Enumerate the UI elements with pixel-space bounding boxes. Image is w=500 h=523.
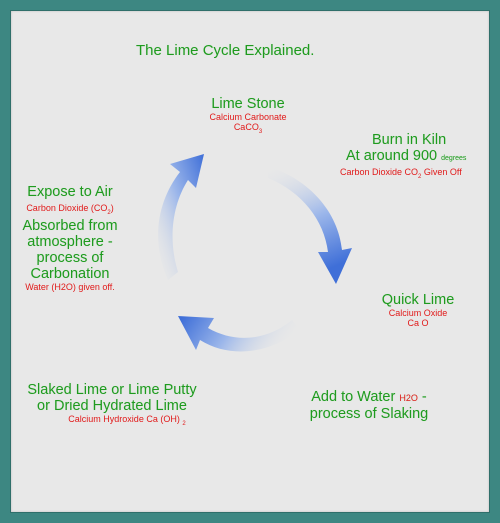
lime-stone-sub2: CaCO3 [233, 122, 263, 135]
arrow-carbonation [158, 154, 204, 280]
diagram-panel [10, 10, 490, 513]
air-line5: Carbonation [30, 265, 110, 282]
kiln-line2: At around 900 degrees [346, 148, 467, 164]
stage-slaked-lime: Slaked Lime or Lime Putty or Dried Hydra… [14, 382, 210, 429]
quick-lime-label: Quick Lime [381, 292, 455, 308]
water-line1: Add to Water H2O - [311, 389, 427, 405]
stage-water: Add to Water H2O - process of Slaking [296, 389, 442, 422]
slaked-line1: Slaked Lime or Lime Putty [27, 382, 197, 398]
air-line4: process of [36, 249, 104, 266]
lime-stone-sub1: Calcium Carbonate [209, 112, 287, 122]
quick-lime-sub1: Calcium Oxide [388, 308, 448, 318]
stage-kiln: Burn in Kiln At around 900 degrees Carbo… [340, 132, 488, 182]
air-line2: Absorbed from [22, 217, 118, 234]
arrow-kiln [268, 166, 352, 284]
stage-lime-stone: Lime Stone Calcium Carbonate CaCO3 [196, 96, 300, 137]
air-sub1: Carbon Dioxide (CO2) [26, 203, 114, 216]
arrow-slaking [178, 316, 300, 352]
air-line1: Expose to Air [27, 184, 113, 200]
kiln-sub: Carbon Dioxide CO2 Given Off [340, 167, 462, 180]
air-sub2: Water (H2O) given off. [25, 281, 115, 292]
lime-stone-label: Lime Stone [211, 96, 285, 112]
water-line2: process of Slaking [309, 406, 429, 422]
diagram-title: The Lime Cycle Explained. [136, 42, 315, 59]
quick-lime-sub2: Ca O [407, 318, 429, 328]
air-line3: atmosphere - [27, 233, 113, 250]
kiln-line1: Burn in Kiln [372, 132, 447, 148]
slaked-line2: or Dried Hydrated Lime [37, 398, 187, 414]
stage-quick-lime: Quick Lime Calcium Oxide Ca O [370, 292, 466, 328]
slaked-sub: Calcium Hydroxide Ca (OH) 2 [68, 414, 186, 427]
stage-air: Expose to Air Carbon Dioxide (CO2) Absor… [12, 184, 128, 292]
